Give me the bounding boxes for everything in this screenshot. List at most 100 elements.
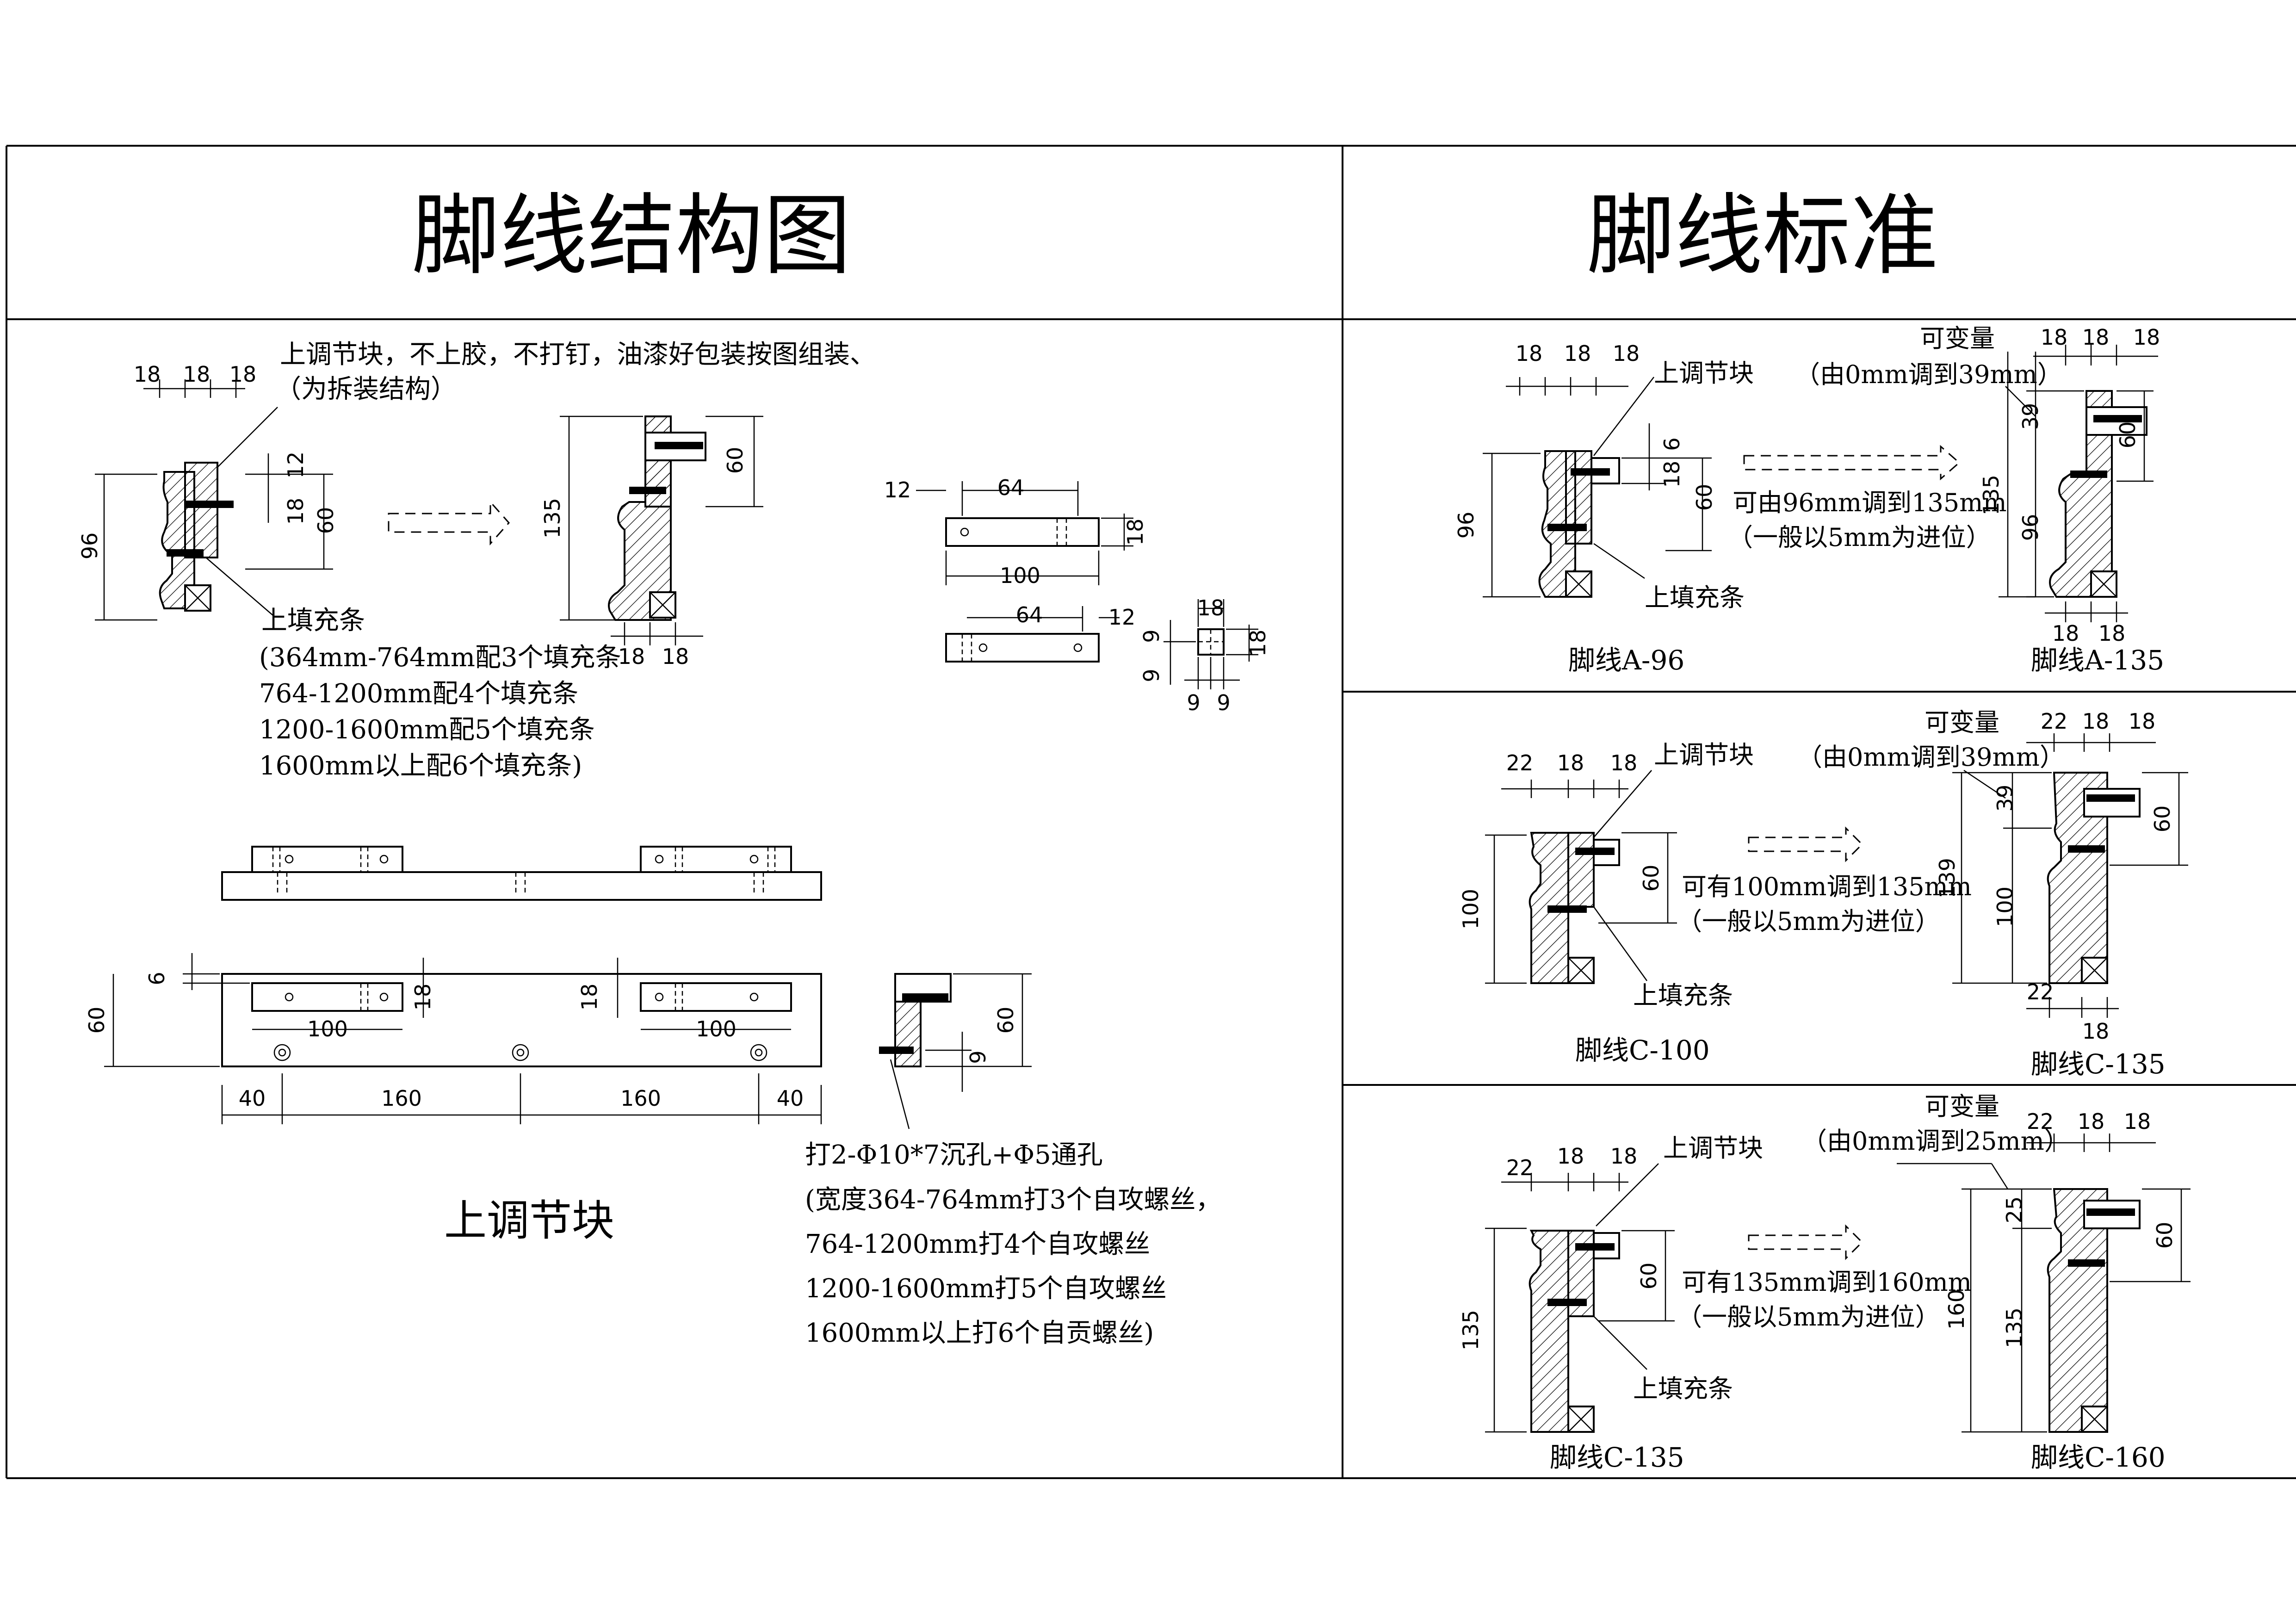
svg-text:160: 160 (620, 1086, 661, 1111)
svg-text:18: 18 (2133, 325, 2160, 350)
svg-text:18: 18 (2041, 325, 2068, 350)
svg-text:22: 22 (2027, 979, 2054, 1004)
top-note-line2: （为拆装结构） (275, 374, 457, 404)
svg-text:764-1200mm配4个填充条: 764-1200mm配4个填充条 (259, 679, 578, 709)
svg-text:22: 22 (2041, 709, 2068, 734)
svg-text:可变量: 可变量 (1925, 1092, 1999, 1121)
svg-text:上调节块: 上调节块 (1663, 1134, 1763, 1163)
svg-text:18: 18 (1245, 630, 1270, 657)
svg-text:40: 40 (777, 1086, 804, 1111)
svg-text:60: 60 (1636, 1263, 1661, 1290)
svg-text:9: 9 (1187, 690, 1200, 715)
svg-text:22: 22 (2027, 1109, 2054, 1134)
svg-text:脚线C-135: 脚线C-135 (1550, 1442, 1684, 1473)
profile-135-detail: 135 60 18 18 (540, 415, 763, 669)
svg-text:上调节块: 上调节块 (1654, 359, 1754, 388)
svg-text:1600mm以上打6个自贡螺丝): 1600mm以上打6个自贡螺丝) (805, 1318, 1154, 1348)
svg-text:96: 96 (2018, 514, 2043, 541)
svg-text:96: 96 (1454, 512, 1479, 539)
svg-text:100: 100 (696, 1016, 736, 1041)
svg-text:（由0mm调到25mm）: （由0mm调到25mm） (1802, 1127, 2069, 1156)
svg-text:60: 60 (993, 1007, 1018, 1034)
svg-text:（一般以5mm为进位）: （一般以5mm为进位） (1677, 1302, 1940, 1332)
svg-text:1200-1600mm打5个自攻螺丝: 1200-1600mm打5个自攻螺丝 (805, 1274, 1167, 1304)
svg-text:18: 18 (283, 498, 308, 525)
svg-text:60: 60 (2152, 1222, 2177, 1249)
svg-text:139: 139 (1935, 858, 1960, 898)
svg-text:96: 96 (77, 533, 102, 560)
side-section: 60 9 (879, 973, 1032, 1129)
svg-text:18: 18 (1610, 750, 1638, 775)
svg-text:135: 135 (2002, 1307, 2027, 1348)
svg-text:18: 18 (2082, 325, 2110, 350)
svg-text:上填充条: 上填充条 (1633, 1374, 1733, 1403)
front-elevation (221, 846, 822, 901)
svg-text:9: 9 (1139, 669, 1164, 682)
svg-text:上填充条: 上填充条 (1645, 583, 1745, 612)
svg-text:60: 60 (2150, 805, 2175, 833)
right-title: 脚线标准 (1587, 185, 1938, 287)
svg-text:18: 18 (2078, 1109, 2105, 1134)
svg-text:18: 18 (1557, 750, 1584, 775)
svg-text:9: 9 (1217, 690, 1230, 715)
svg-text:64: 64 (1016, 602, 1043, 627)
svg-text:(宽度364-764mm打3个自攻螺丝，: (宽度364-764mm打3个自攻螺丝， (805, 1185, 1221, 1215)
svg-text:9: 9 (1139, 629, 1164, 643)
svg-text:60: 60 (723, 447, 748, 474)
svg-text:764-1200mm打4个自攻螺丝: 764-1200mm打4个自攻螺丝 (805, 1229, 1150, 1259)
svg-text:可变量: 可变量 (1925, 708, 1999, 737)
svg-text:（由0mm调到39mm）: （由0mm调到39mm） (1795, 360, 2062, 389)
svg-text:18: 18 (2098, 621, 2126, 646)
svg-text:18: 18 (410, 984, 435, 1011)
svg-text:100: 100 (1458, 889, 1483, 929)
svg-text:1200-1600mm配5个填充条: 1200-1600mm配5个填充条 (259, 715, 595, 745)
svg-text:18: 18 (2052, 621, 2079, 646)
svg-text:18: 18 (229, 362, 257, 387)
svg-text:39: 39 (2018, 403, 2043, 430)
right-row-2: 22 18 18 100 60 上调节块 上填充条 脚线C-100 可有100m… (1458, 708, 2188, 1080)
right-row-3: 22 18 18 135 60 上调节块 上填充条 脚线C-135 可有135m… (1458, 1092, 2191, 1473)
svg-text:12: 12 (884, 477, 911, 502)
block-label: 上调节块 (444, 1196, 614, 1245)
svg-text:135: 135 (1979, 475, 2004, 515)
svg-text:脚线C-160: 脚线C-160 (2031, 1442, 2166, 1473)
top-note-line1: 上调节块，不上胶，不打钉，油漆好包装按图组装、 (280, 340, 876, 370)
svg-text:12: 12 (1108, 605, 1136, 630)
svg-text:（一般以5mm为进位）: （一般以5mm为进位） (1677, 907, 1940, 936)
svg-text:18: 18 (2124, 1109, 2151, 1134)
transform-arrow-icon (1748, 1224, 1863, 1260)
svg-text:脚线C-100: 脚线C-100 (1575, 1035, 1710, 1066)
svg-text:可有100mm调到135mm: 可有100mm调到135mm (1682, 872, 1972, 901)
svg-text:60: 60 (2115, 421, 2140, 449)
svg-text:39: 39 (1993, 785, 2018, 812)
svg-text:18: 18 (134, 362, 161, 387)
svg-text:18: 18 (2082, 709, 2110, 734)
svg-text:12: 12 (283, 452, 308, 479)
left-panel: 上调节块，不上胶，不打钉，油漆好包装按图组装、 （为拆装结构） 上填充条 (36… (77, 340, 1270, 1348)
svg-text:(364mm-764mm配3个填充条: (364mm-764mm配3个填充条 (259, 643, 621, 673)
svg-text:9: 9 (965, 1050, 990, 1064)
svg-text:18: 18 (662, 644, 689, 669)
svg-text:22: 22 (1506, 1155, 1534, 1180)
svg-text:18: 18 (183, 362, 210, 387)
svg-text:脚线A-135: 脚线A-135 (2031, 644, 2164, 676)
svg-text:60: 60 (1639, 865, 1664, 892)
svg-text:上填充条: 上填充条 (261, 606, 365, 636)
svg-text:18: 18 (1123, 519, 1148, 546)
svg-text:100: 100 (1000, 563, 1040, 588)
svg-text:18: 18 (577, 984, 602, 1011)
svg-text:135: 135 (540, 498, 565, 539)
svg-text:1600mm以上配6个填充条): 1600mm以上配6个填充条) (259, 751, 582, 781)
svg-text:18: 18 (1613, 341, 1640, 366)
svg-text:可由96mm调到135mm: 可由96mm调到135mm (1733, 488, 2007, 517)
svg-text:18: 18 (1659, 461, 1684, 488)
svg-text:6: 6 (144, 972, 169, 985)
right-row-1: 18 18 18 96 18 6 60 上调节块 上填充条 脚线A-96 可由9… (1454, 324, 2164, 676)
svg-text:18: 18 (1557, 1144, 1584, 1169)
svg-text:18: 18 (1197, 595, 1225, 620)
svg-text:（由0mm调到39mm）: （由0mm调到39mm） (1797, 743, 2065, 772)
svg-text:18: 18 (1516, 341, 1543, 366)
transform-arrow-icon (1748, 826, 1863, 862)
transform-arrow-icon (388, 500, 510, 545)
